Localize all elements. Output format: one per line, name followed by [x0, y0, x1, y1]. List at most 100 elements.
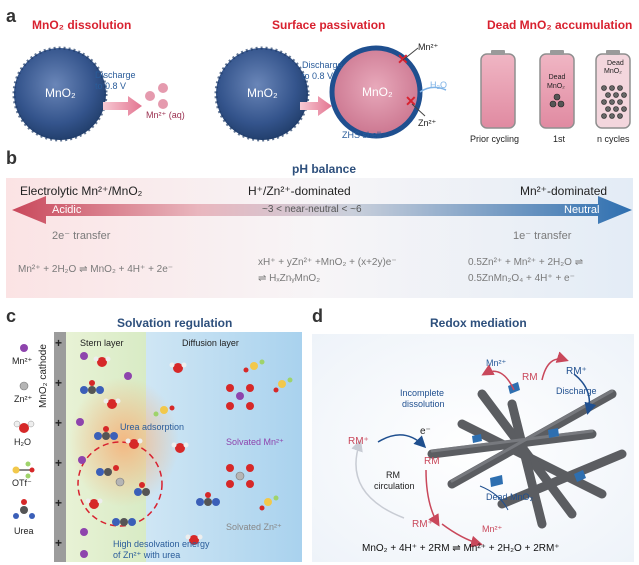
mn-ion — [158, 99, 168, 109]
panel-a-letter: a — [6, 6, 17, 26]
eq-left: Mn²⁺ + 2H₂O ⇌ MnO₂ + 4H⁺ + 2e⁻ — [18, 264, 174, 275]
mn-aq-label: Mn²⁺ (aq) — [146, 110, 185, 120]
desolvation-label-2: of Zn²⁺ with urea — [113, 550, 181, 560]
rm-circulation-1: RM — [386, 470, 400, 480]
stern-label: Stern layer — [80, 338, 124, 348]
dead-mno2-flakes — [472, 382, 586, 487]
mn-bottom-label: Mn²⁺ — [482, 524, 503, 534]
particle-2-label: MnO₂ — [247, 86, 278, 100]
passivated-particle — [332, 48, 420, 136]
mn-out-label: Mn²⁺ — [418, 42, 439, 52]
blocked-mark-icon: ✕ — [405, 93, 417, 109]
plus-sign-6: + — [55, 536, 63, 550]
redox-equation: MnO₂ + 4H⁺ + 2RM ⇌ Mn²⁺ + 2H₂O + 2RM⁺ — [362, 543, 560, 554]
passivation-title: Surface passivation — [272, 18, 386, 32]
mn-legend-icon — [20, 344, 28, 352]
incomplete-label-2: dissolution — [402, 399, 445, 409]
ph-gradient-bar — [6, 178, 633, 298]
accumulation-title: Dead MnO₂ accumulation — [487, 18, 633, 32]
acidic-label: Acidic — [52, 204, 82, 216]
molecule-cluster — [76, 352, 293, 558]
rm-mid-label: RM — [424, 456, 440, 467]
urea-adsorption-label: Urea adsorption — [120, 422, 185, 432]
solvated-mn-label: Solvated Mn²⁺ — [226, 437, 284, 447]
mid-head: H⁺/Zn²⁺-dominated — [248, 184, 351, 198]
mno2-particle — [14, 48, 106, 140]
cell-2-label-b: MnO₂ — [547, 83, 565, 90]
left-transfer: 2e⁻ transfer — [52, 230, 111, 242]
rm-circulation-2: circulation — [374, 481, 415, 491]
eq-right-2: 0.5ZnMn₂O₄ + 4H⁺ + e⁻ — [468, 273, 575, 284]
eq-right-1: 0.5Zn²⁺ + Mn²⁺ + 2H₂O ⇌ — [468, 257, 584, 268]
h2o-label: H₂O — [430, 80, 447, 90]
right-head: Mn²⁺-dominated — [520, 184, 608, 198]
ph-range-label: ~3 < near-neutral < ~6 — [262, 204, 362, 215]
legend-h2o: H₂O — [14, 437, 31, 447]
legend-mn: Mn²⁺ — [12, 356, 33, 366]
rm-plus-bottom-label: RM⁺ — [412, 519, 433, 530]
ph-arrow — [12, 196, 632, 224]
urea-legend-icon — [13, 499, 35, 519]
plus-sign-2: + — [55, 376, 63, 390]
solvated-zn-label: Solvated Zn²⁺ — [226, 522, 282, 532]
cathode-plate — [54, 332, 66, 562]
right-transfer: 1e⁻ transfer — [513, 230, 572, 242]
rm-plus-left-label: RM⁺ — [348, 436, 369, 447]
panel-b-letter: b — [6, 148, 17, 168]
zhs-shell-label: ZHS shell — [342, 130, 382, 140]
redox-title: Redox mediation — [430, 316, 527, 330]
mno2-particle-2 — [216, 48, 308, 140]
mn-top-label: Mn²⁺ — [486, 358, 507, 368]
rm-plus-top-label: RM⁺ — [566, 366, 587, 377]
cell-prior — [480, 53, 516, 129]
desolvation-ring — [77, 441, 163, 527]
eq-mid-2: ⇌ HₓZnᵧMnO₂ — [258, 273, 321, 284]
legend-zn: Zn²⁺ — [14, 394, 33, 404]
otf-legend-icon — [12, 461, 35, 479]
plus-sign-1: + — [55, 336, 63, 350]
cell-3-label-a: Dead — [607, 60, 624, 67]
passivated-inner-label: MnO₂ — [362, 85, 393, 99]
legend-otf: OTf⁻ — [12, 478, 32, 488]
panel-a-graphic: ✕ ✕ — [12, 45, 631, 142]
incomplete-label-1: Incomplete — [400, 388, 445, 398]
dead-mno2-label: Dead MnO₂ — [486, 492, 534, 502]
mn-ion — [158, 83, 168, 93]
discharge-label-1a: Discharge — [95, 70, 136, 80]
solvation-title: Solvation regulation — [117, 316, 233, 330]
plus-sign-5: + — [55, 496, 63, 510]
mn-ion — [145, 91, 155, 101]
cell-2-label-a: Dead — [548, 74, 566, 81]
interface-diagram — [54, 332, 302, 562]
caption-prior: Prior cycling — [470, 134, 520, 144]
particle-1-label: MnO₂ — [45, 86, 76, 100]
zn-legend-icon — [19, 381, 29, 391]
dissolution-title: MnO₂ dissolution — [32, 18, 132, 32]
rm-top-label: RM — [522, 372, 538, 383]
blocked-mark-icon: ✕ — [397, 51, 409, 67]
discharge-label-1b: to 0.8 V — [95, 81, 127, 91]
cell-first — [539, 53, 575, 129]
discharge-label-2b: to 0.8 V — [302, 71, 334, 81]
discharge-d-label: Discharge — [556, 386, 597, 396]
diffusion-label: Diffusion layer — [182, 338, 239, 348]
discharge-label-2a: Discharge — [302, 60, 343, 70]
plus-sign-4: + — [55, 456, 63, 470]
cell-3-label-b: MnO₂ — [604, 68, 622, 75]
redox-diagram — [312, 334, 634, 562]
plus-sign-3: + — [55, 416, 63, 430]
cathode-label: MnO₂ cathode — [38, 344, 49, 408]
panel-c-letter: c — [6, 306, 17, 326]
discharge-arrow-2 — [300, 96, 332, 116]
caption-first: 1st — [553, 134, 566, 144]
discharge-arrow-1 — [103, 96, 142, 116]
electron-label: e⁻ — [420, 426, 431, 437]
left-head: Electrolytic Mn²⁺/MnO₂ — [20, 184, 143, 198]
zn-label: Zn²⁺ — [418, 118, 437, 128]
neutral-label: Neutral — [564, 204, 600, 216]
legend-urea: Urea — [14, 526, 34, 536]
desolvation-label-1: High desolvation energy — [113, 539, 210, 549]
caption-n: n cycles — [597, 134, 630, 144]
legend-icons — [12, 344, 35, 519]
mno2-fibers — [427, 389, 627, 529]
